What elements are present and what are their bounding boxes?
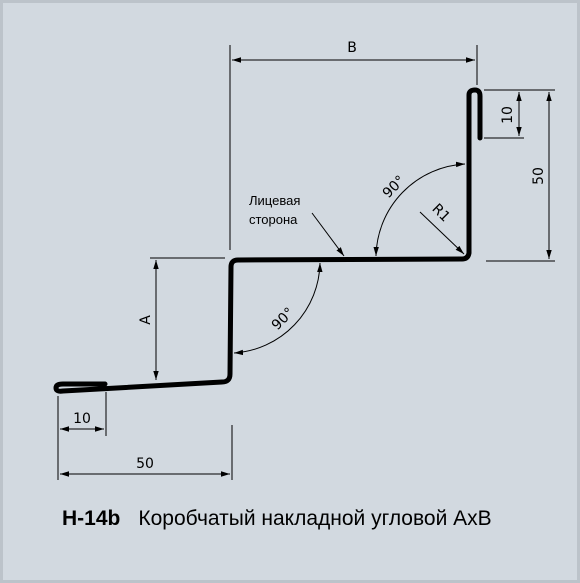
face-side-line1: Лицевая (249, 193, 300, 208)
angle-lower-arc (233, 262, 323, 356)
width-bottom-label: 50 (136, 456, 154, 472)
radius-leader (419, 211, 465, 255)
flange-bottom-label: 10 (73, 411, 91, 427)
b-label: B (347, 40, 357, 56)
a-label: A (138, 315, 154, 325)
flange-top-label: 10 (500, 106, 516, 124)
angle-upper-arc (373, 161, 466, 257)
height-right-label: 50 (531, 167, 547, 185)
product-title: Коробчатый накладной угловой АхВ (138, 507, 492, 530)
caption: H-14b Коробчатый накладной угловой АхВ (62, 507, 492, 531)
radius-label: R1 (429, 201, 453, 225)
angle-lower-label: 90° (269, 305, 298, 334)
face-side-leader (311, 212, 345, 257)
product-code: H-14b (62, 507, 121, 530)
profile-outline (53, 87, 483, 394)
angle-upper-label: 90° (380, 173, 409, 202)
face-side-line2: сторона (249, 212, 298, 227)
